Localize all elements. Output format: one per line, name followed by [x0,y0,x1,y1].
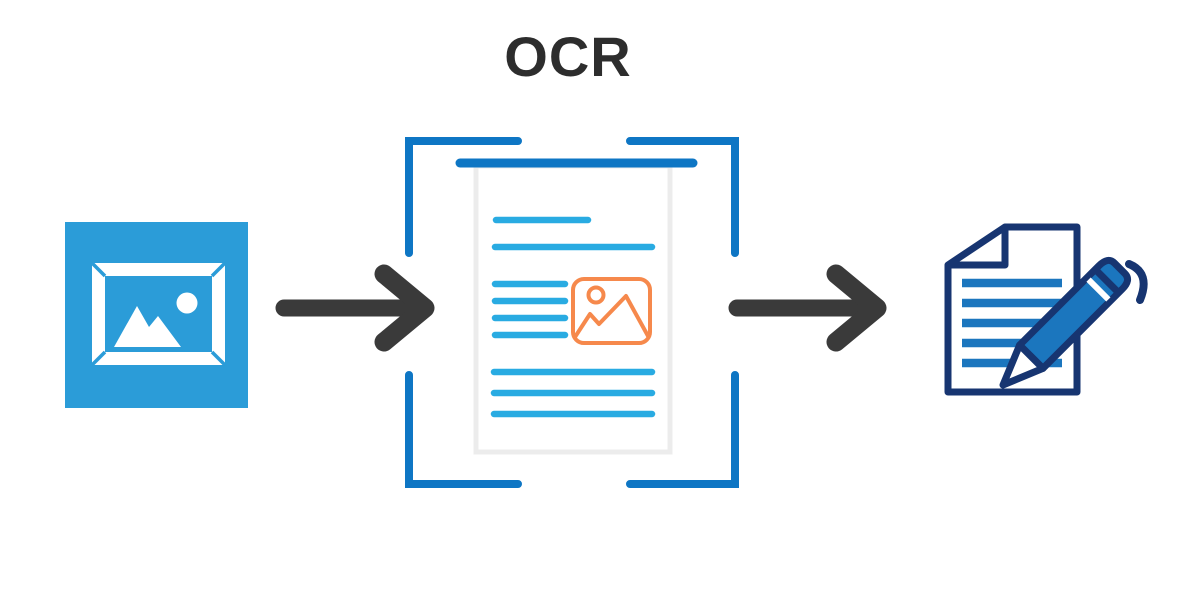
scan-frame-document-icon [405,137,739,488]
pencil-ferrule [1092,266,1122,296]
diagram-title: OCR [504,25,632,88]
picture-image-icon [65,222,248,408]
pencil-highlight [1086,277,1111,302]
arrow-head [374,264,435,352]
picture-frame [92,263,225,365]
right-arrow-icon [728,264,887,352]
page-fold-corner [948,227,1009,269]
image-placeholder-icon [571,277,652,345]
sun-glyph [176,292,198,314]
pencil-tip [999,341,1047,389]
page-text-lines [490,216,656,418]
pencil-icon [999,256,1132,389]
frame-corner-bevels [90,261,227,367]
mountains-glyph [114,306,181,347]
right-arrow-icon [275,264,435,352]
motion-arc [1125,260,1148,304]
scan-corner-brackets [405,137,739,488]
arrow-head [826,264,887,352]
document-pencil-icon [944,223,1148,396]
